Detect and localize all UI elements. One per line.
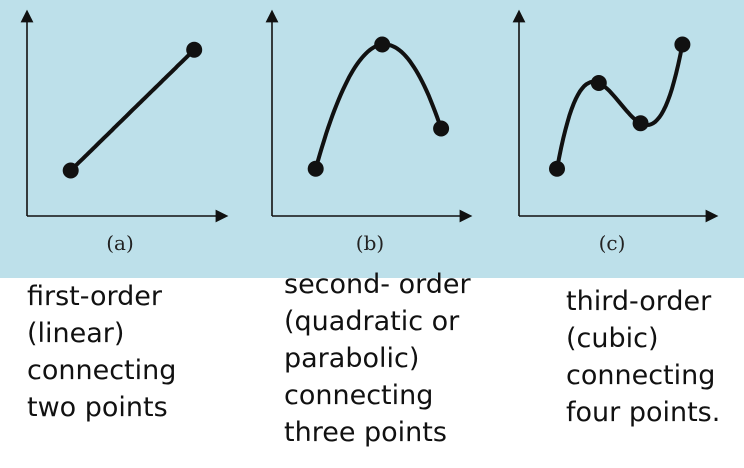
caption-first-order: first-order (linear) connecting two poin…	[27, 278, 176, 426]
caption-line: connecting	[284, 380, 434, 411]
graph-3: (c)	[512, 9, 719, 255]
data-point	[632, 115, 649, 132]
sub-figure-label: (a)	[106, 231, 134, 255]
data-point	[62, 162, 79, 179]
caption-line: third-order	[566, 286, 712, 317]
caption-line: (cubic)	[566, 323, 659, 354]
caption-line: second- order	[284, 269, 471, 300]
sub-figure-label: (c)	[599, 231, 626, 255]
caption-line: (quadratic or	[284, 306, 460, 337]
caption-line: parabolic)	[284, 343, 420, 374]
caption-line: connecting	[566, 360, 716, 391]
caption-line: four points.	[566, 397, 721, 428]
data-point	[674, 36, 691, 53]
caption-second-order: second- order (quadratic or parabolic) c…	[284, 266, 471, 451]
caption-third-order: third-order (cubic) connecting four poin…	[566, 283, 720, 431]
data-point	[374, 36, 391, 53]
data-point	[433, 120, 450, 137]
data-point	[186, 41, 203, 58]
caption-line: (linear)	[27, 318, 125, 349]
caption-line: two points	[27, 392, 168, 423]
graph-2: (b)	[265, 9, 473, 255]
data-point	[307, 160, 324, 177]
caption-line: connecting	[27, 355, 177, 386]
figure-diagrams: (a) (b) (c)	[20, 9, 719, 255]
linear-curve	[68, 47, 197, 173]
quadratic-curve	[313, 42, 444, 171]
caption-line: three points	[284, 417, 447, 448]
caption-line: first-order	[27, 281, 162, 312]
cubic-curve	[555, 42, 685, 171]
graph-1: (a)	[20, 9, 229, 255]
data-point	[549, 160, 565, 177]
data-point	[590, 75, 607, 91]
sub-figure-label: (b)	[356, 231, 384, 255]
figure-panel: (a) (b) (c)	[0, 0, 744, 278]
